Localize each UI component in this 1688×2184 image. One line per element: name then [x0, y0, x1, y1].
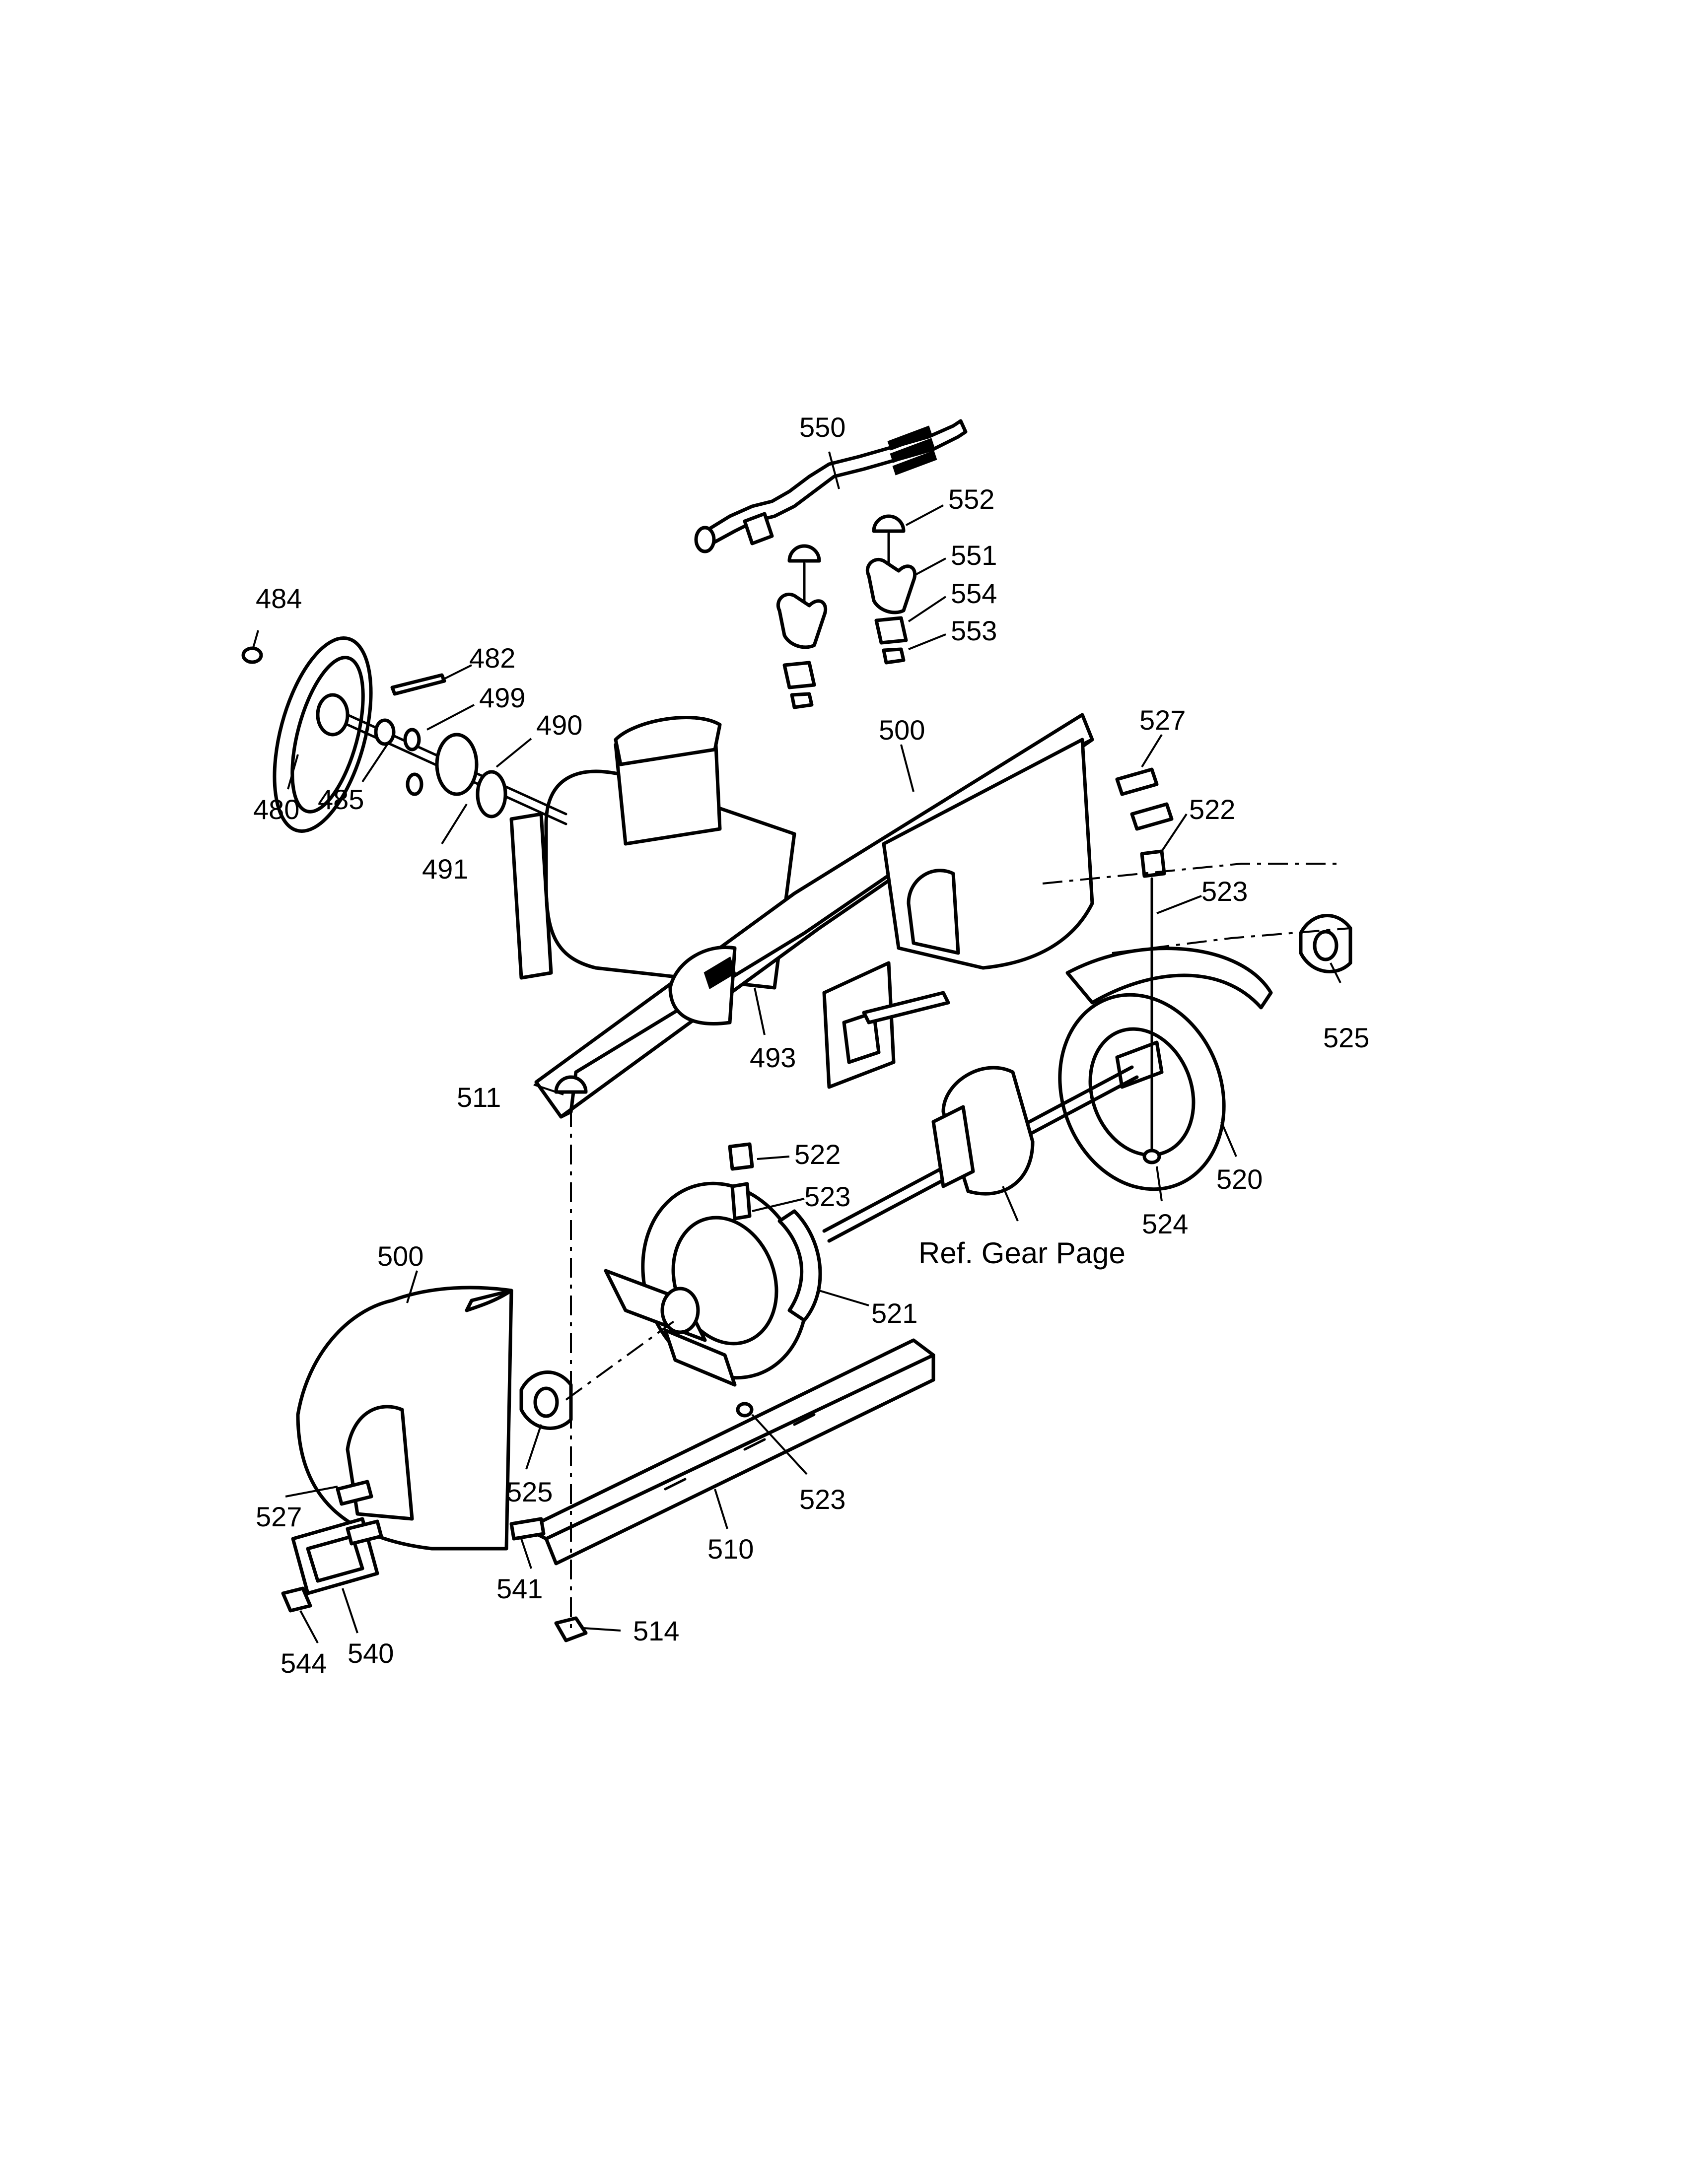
- label-552: 552: [948, 483, 994, 515]
- label-484: 484: [256, 583, 302, 614]
- bearing-flange-left: [519, 1370, 573, 1430]
- label-527-top: 527: [1139, 704, 1186, 736]
- label-550: 550: [799, 411, 845, 443]
- auger-housing: [509, 713, 1094, 1119]
- label-551: 551: [951, 540, 997, 571]
- label-500-bottom: 500: [377, 1240, 423, 1272]
- gear-case: [931, 1066, 1035, 1196]
- label-554: 554: [951, 578, 997, 609]
- leader-lines: [252, 451, 1341, 1643]
- shave-plate: [524, 1338, 935, 1566]
- chute-keeper-right: [865, 514, 917, 665]
- label-491: 491: [422, 853, 468, 885]
- label-523-top: 523: [1201, 876, 1248, 907]
- label-524: 524: [1142, 1208, 1188, 1239]
- label-511: 511: [457, 1082, 501, 1113]
- label-520: 520: [1216, 1163, 1263, 1195]
- chute-crank-handle: [694, 419, 968, 553]
- label-522-mid: 522: [794, 1139, 841, 1170]
- side-plate: [296, 1286, 513, 1551]
- label-544: 544: [281, 1647, 327, 1679]
- label-490: 490: [536, 709, 582, 741]
- label-485: 485: [318, 784, 364, 815]
- label-499: 499: [479, 682, 525, 713]
- label-541: 541: [496, 1573, 543, 1604]
- label-525-left: 525: [506, 1476, 553, 1507]
- pulley-bolt: [241, 646, 263, 664]
- part-labels: 550 552 551 554 553 484 482 499 490 500 …: [253, 411, 1369, 1679]
- label-522-top: 522: [1189, 794, 1235, 825]
- auger-right: [1058, 947, 1273, 1191]
- auger-left: [604, 1181, 822, 1387]
- label-514: 514: [633, 1615, 679, 1646]
- label-480: 480: [253, 794, 299, 825]
- label-525-right: 525: [1323, 1022, 1369, 1053]
- label-540: 540: [348, 1638, 394, 1669]
- label-ref-gear-page: Ref. Gear Page: [918, 1236, 1125, 1270]
- label-500-top: 500: [879, 714, 925, 746]
- pulley-hub-bearing: [374, 673, 507, 819]
- label-521: 521: [871, 1297, 917, 1329]
- label-523-mid: 523: [804, 1181, 850, 1212]
- impeller: [822, 961, 950, 1089]
- label-482: 482: [469, 642, 515, 674]
- label-527-bottom: 527: [256, 1501, 302, 1532]
- hardware: [281, 767, 1174, 1642]
- label-523-bottom: 523: [799, 1484, 845, 1515]
- bearing-flange-right: [1299, 914, 1352, 973]
- chute-keeper-left: [776, 544, 828, 709]
- center-lines: [565, 863, 1351, 1628]
- label-493: 493: [750, 1042, 796, 1073]
- label-553: 553: [951, 615, 997, 646]
- label-510: 510: [707, 1533, 754, 1565]
